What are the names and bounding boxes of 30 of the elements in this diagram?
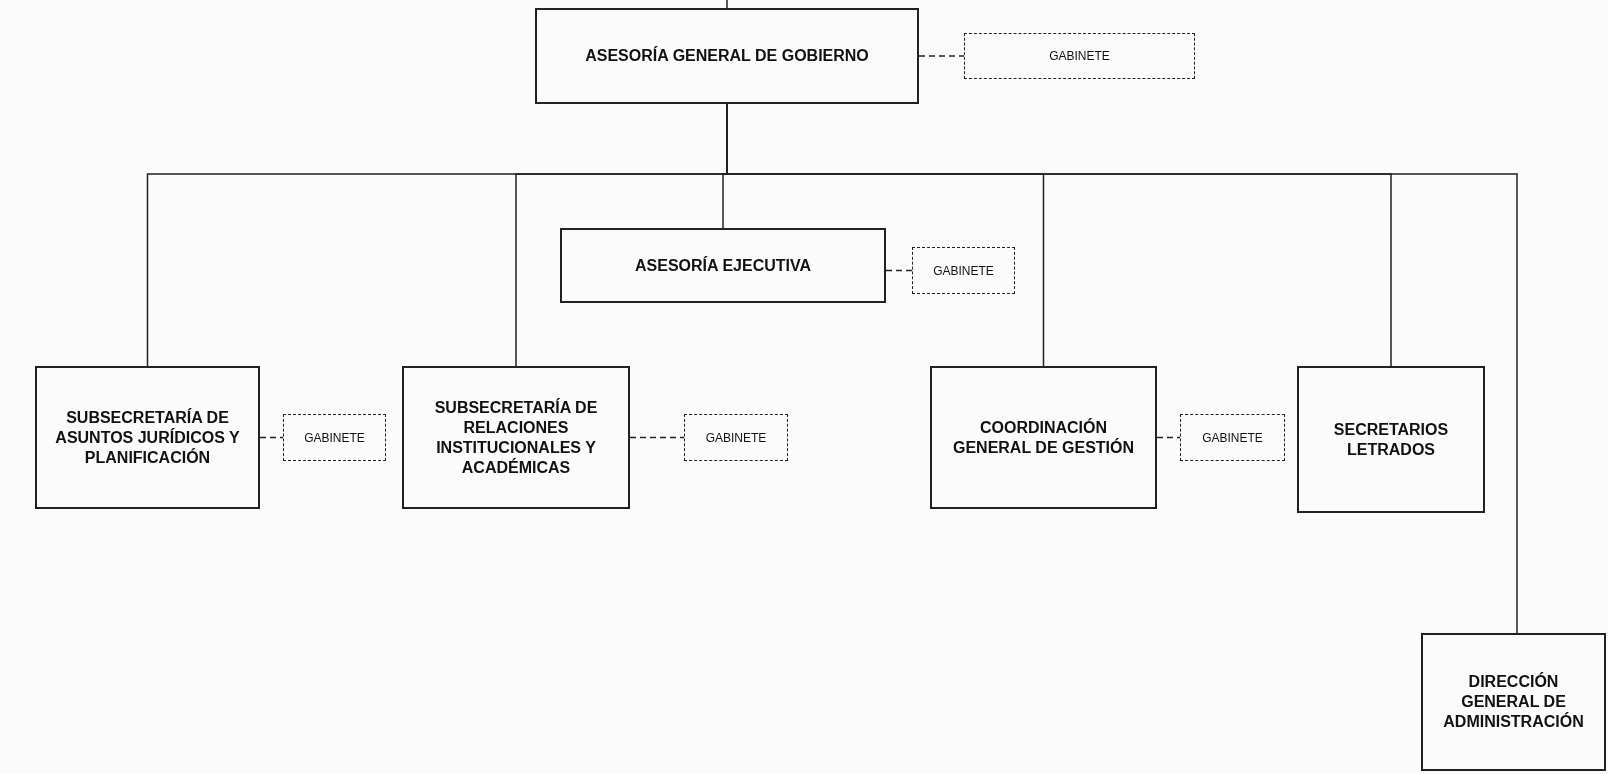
org-box (930, 366, 1157, 509)
dashed-box (1180, 414, 1285, 461)
org-box (560, 228, 886, 303)
dashed-box (912, 247, 1015, 294)
org-box (1421, 633, 1606, 771)
unit-name: ASESORÍA GENERAL DE GOBIERNO (585, 46, 869, 66)
org-box (35, 366, 260, 509)
org-box (402, 366, 630, 509)
unit-name: ASESORÍA EJECUTIVA (635, 255, 811, 276)
connector-line (726, 0, 728, 9)
dashed-box (964, 33, 1195, 79)
unit-name: GABINETE (1049, 49, 1110, 63)
unit-name: GABINETE (304, 430, 365, 445)
unit-name: COORDINACIÓN GENERAL DE GESTIÓN (951, 417, 1136, 458)
unit-name: GABINETE (1202, 430, 1263, 445)
unit-name: SECRETARIOS LETRADOS (1332, 419, 1450, 460)
dashed-connector (629, 436, 685, 439)
unit-name: GABINETE (705, 430, 767, 445)
unit-name: SUBSECRETARÍA DE RELACIONES INSTITUCIONALES Y ACADÉMICAS (433, 397, 599, 478)
org-box (535, 8, 919, 104)
dashed-connector (1156, 436, 1181, 439)
unit-name: DIRECCIÓN GENERAL DE ADMINISTRACIÓN (1442, 672, 1585, 732)
unit-name: GABINETE (933, 263, 994, 278)
dashed-connector (885, 269, 913, 272)
dashed-box (283, 414, 386, 461)
dashed-connector (259, 436, 284, 439)
unit-name: SUBSECRETARÍA DE ASUNTOS JURÍDICOS Y PLANIFICACIÓN (54, 407, 241, 468)
dashed-box (684, 414, 788, 461)
dashed-connector (918, 55, 965, 57)
org-box (1297, 366, 1485, 513)
